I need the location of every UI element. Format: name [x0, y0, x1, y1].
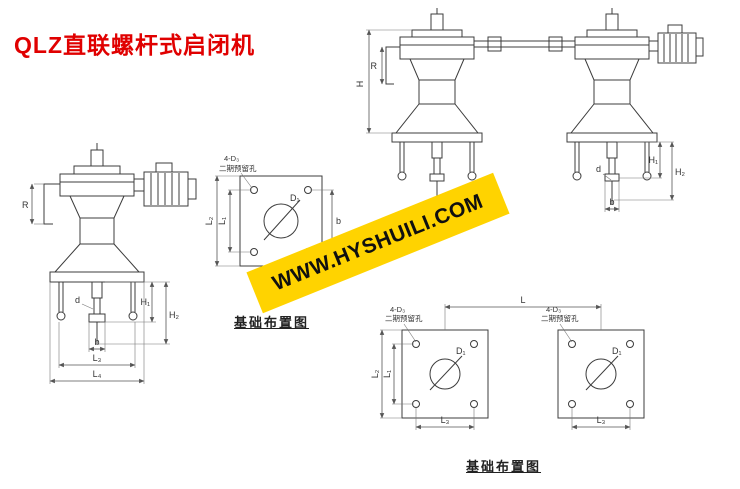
dim-R-label: R	[371, 61, 378, 71]
double-hoist-dimensions: H R d H₁ H₂ b	[355, 29, 685, 212]
connecting-shaft	[474, 36, 575, 52]
dim-d-label: d	[596, 164, 601, 174]
double-hoist-front-view	[385, 8, 704, 205]
reserve-holes-note: 二期预留孔	[541, 313, 579, 323]
dim-L3-label: L₃	[597, 415, 606, 425]
crank-handle	[43, 183, 60, 225]
dim-R-label: R	[22, 200, 29, 210]
dim-H1-label: H₁	[140, 297, 150, 307]
single-hoist-dimensions: R H₁ H₂ d b L₃ L₄	[22, 183, 179, 384]
dim-D1-label: D₁	[612, 346, 622, 356]
dim-L3-label: L₃	[93, 353, 102, 363]
double-foundation-dimensions: 4-D₃ 二期预留孔 4-D₃ 二期预留孔 D₁ D₁ L L₁ L₂ L₃ L…	[370, 295, 631, 430]
dim-L-label: L	[520, 295, 525, 305]
dim-b-label: b	[609, 197, 614, 207]
screw-rod	[88, 281, 106, 344]
dim-d-label: d	[75, 295, 80, 305]
reserve-holes-note: 二期预留孔	[219, 163, 257, 173]
bolt-holes-label: 4-D₃	[546, 305, 561, 314]
caption-single-foundation: 基础布置图	[234, 315, 310, 330]
dim-L2-label: L₂	[204, 216, 214, 225]
motor	[143, 162, 197, 207]
dim-H1-label: H₁	[648, 155, 658, 165]
dim-H2-label: H₂	[169, 310, 179, 320]
double-foundation-plan	[401, 323, 645, 419]
dim-b-label: b	[94, 337, 99, 347]
dim-L3-label: L₃	[441, 415, 450, 425]
motor	[648, 24, 704, 64]
dim-L1-label: L₁	[217, 217, 227, 225]
right-hoist-unit	[566, 8, 704, 205]
side-hangers	[56, 282, 138, 321]
dim-L2-label: L₂	[370, 369, 380, 378]
bolt-holes-label: 4-D₃	[224, 154, 239, 163]
dim-L4-label: L₄	[93, 369, 102, 379]
crank-handle	[385, 46, 400, 85]
page-title: QLZ直联螺杆式启闭机	[14, 32, 255, 58]
bolt-holes-label: 4-D₃	[390, 305, 405, 314]
dim-H-label: H	[355, 81, 365, 88]
reserve-holes-note: 二期预留孔	[385, 313, 423, 323]
dim-D1-label: D₁	[456, 346, 466, 356]
dim-b-label: b	[336, 216, 341, 226]
dim-L1-label: L₁	[382, 370, 392, 378]
single-hoist-front-view	[43, 143, 197, 344]
dim-H2-label: H₂	[675, 167, 685, 177]
caption-double-foundation: 基础布置图	[466, 459, 542, 474]
dim-D1-label: D₁	[290, 193, 300, 203]
left-hoist-unit	[385, 8, 483, 200]
